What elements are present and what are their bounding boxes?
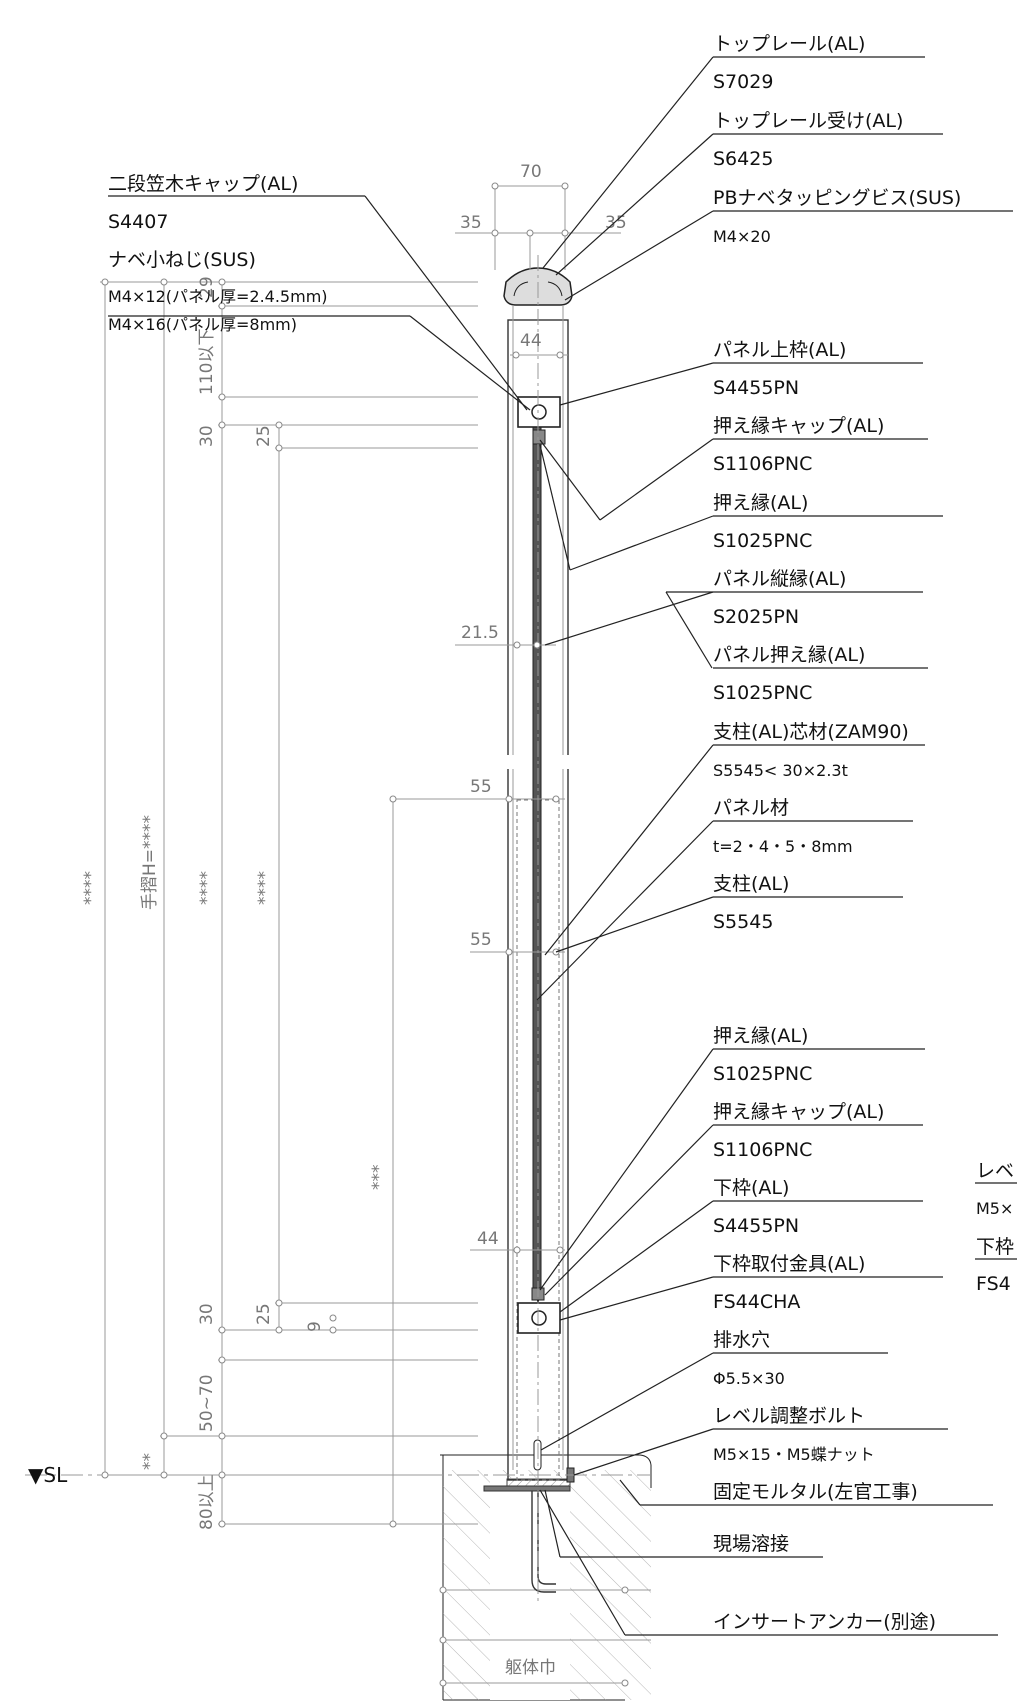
dim-frame-44-top: 44 (520, 331, 542, 351)
callout-part-name: 下枠(AL) (713, 1177, 789, 1199)
callout-part-code: M5×15・M5蝶ナット (713, 1445, 875, 1464)
clipped-labels: レベ M5× 下枠 FS4 (975, 1160, 1017, 1295)
cap-name: 二段笠木キャップ(AL) (108, 173, 298, 195)
panel-bottom-frame (517, 1287, 561, 1334)
callout-part-name: インサートアンカー(別途) (713, 1611, 936, 1633)
dimension-texts: 70 35 35 44 21.5 55 55 44 躯体巾 29 110以下 3… (81, 162, 627, 1678)
clipped-line-4: FS4 (976, 1273, 1011, 1295)
callout-part-code: S1025PNC (713, 1063, 812, 1085)
screw-name: ナベ小ねじ(SUS) (108, 249, 256, 271)
callout-part-name: レベル調整ボルト (713, 1405, 865, 1427)
dim-sl-offset: ** (140, 1453, 160, 1470)
callout-part-name: 押え縁(AL) (713, 492, 808, 514)
callout-part-code: S1025PNC (713, 530, 812, 552)
dim-top-29: 29 (197, 276, 217, 298)
panel-top-frame (517, 396, 561, 445)
callout-part-code: M4×20 (713, 227, 771, 246)
dim-post-55-a: 55 (470, 777, 492, 797)
callout-part-code: FS44CHA (713, 1291, 800, 1313)
callout-part-name: パネル上枠(AL) (713, 339, 846, 361)
dim-handrail-h: 手摺H=**** (140, 815, 160, 910)
base-plate (483, 1485, 571, 1492)
callout-part-name: 支柱(AL)芯材(ZAM90) (713, 721, 909, 743)
clipped-line-2: M5× (976, 1199, 1013, 1218)
callout-part-name: PBナベタッピングビス(SUS) (713, 187, 961, 209)
callout-part-name: 支柱(AL) (713, 873, 789, 895)
clipped-line-3: 下枠 (976, 1236, 1014, 1258)
dim-inner-a: **** (197, 871, 217, 905)
callout-part-code: S1106PNC (713, 1139, 812, 1161)
concrete-body (440, 1454, 652, 1701)
dim-clear-50-70: 50~70 (197, 1374, 217, 1432)
callout-part-code: Φ5.5×30 (713, 1369, 785, 1388)
callout-part-name: パネル縦縁(AL) (713, 568, 846, 590)
clipped-line-1: レベ (976, 1160, 1014, 1182)
callout-part-code: S2025PN (713, 606, 799, 628)
cap-code: S4407 (108, 211, 168, 233)
screw-spec-1: M4×12(パネル厚=2.4.5mm) (108, 287, 328, 306)
callout-part-code: S1025PNC (713, 682, 812, 704)
dim-top-110: 110以下 (197, 329, 217, 395)
callout-part-name: トップレール(AL) (713, 33, 865, 55)
callout-part-code: S4455PN (713, 1215, 799, 1237)
dim-post-55-b: 55 (470, 930, 492, 950)
callout-part-code: S7029 (713, 71, 773, 93)
dim-total: **** (81, 871, 101, 905)
callout-part-code: t=2・4・5・8mm (713, 837, 853, 856)
panel (532, 424, 542, 1303)
dimension-lines (100, 182, 629, 1687)
dim-gap-25-top: 25 (254, 425, 274, 447)
dim-panel-21-5: 21.5 (461, 623, 499, 643)
callout-part-code: S4455PN (713, 377, 799, 399)
callout-part-code: S1106PNC (713, 453, 812, 475)
dim-frame-44-bottom: 44 (477, 1229, 499, 1249)
screw-spec-2: M4×16(パネル厚=8mm) (108, 315, 297, 334)
dim-embed-80: 80以上 (197, 1474, 217, 1530)
dim-half-left: 35 (460, 213, 482, 233)
callout-part-name: 現場溶接 (713, 1533, 789, 1555)
right-callouts: トップレール(AL) S7029 トップレール受け(AL) S6425PBナベタッピン… (713, 33, 1013, 1636)
sl-label: ▼SL (28, 1463, 68, 1487)
callout-part-name: 押え縁キャップ(AL) (713, 415, 884, 437)
callout-part-name: 押え縁キャップ(AL) (713, 1101, 884, 1123)
dim-post-len: *** (369, 1165, 389, 1191)
dim-body-width: 躯体巾 (505, 1658, 556, 1678)
callout-part-name: パネル材 (713, 797, 789, 819)
dim-half-right: 35 (605, 213, 627, 233)
dim-gap-30-top: 30 (197, 425, 217, 447)
callout-part-code: S5545< 30×2.3t (713, 761, 848, 780)
callout-part-name: 排水穴 (713, 1329, 770, 1351)
dim-gap-30-bottom: 30 (197, 1303, 217, 1325)
left-callouts: 二段笠木キャップ(AL) S4407 ナベ小ねじ(SUS) M4×12(パネル厚… (108, 173, 531, 411)
callout-part-name: 押え縁(AL) (713, 1025, 808, 1047)
insert-anchor (531, 1491, 556, 1593)
leader-lines (536, 56, 714, 1636)
callout-part-name: 下枠取付金具(AL) (713, 1253, 865, 1275)
callout-part-name: パネル押え縁(AL) (713, 644, 865, 666)
dim-inner-b: **** (255, 871, 275, 905)
callout-part-code: S5545 (713, 911, 773, 933)
callout-part-name: 固定モルタル(左官工事) (713, 1481, 918, 1503)
dim-top-width: 70 (520, 162, 542, 182)
dim-gap-9: 9 (305, 1321, 325, 1332)
callout-part-code: S6425 (713, 148, 773, 170)
dim-gap-25-bottom: 25 (254, 1303, 274, 1325)
callout-part-name: トップレール受け(AL) (713, 110, 903, 132)
